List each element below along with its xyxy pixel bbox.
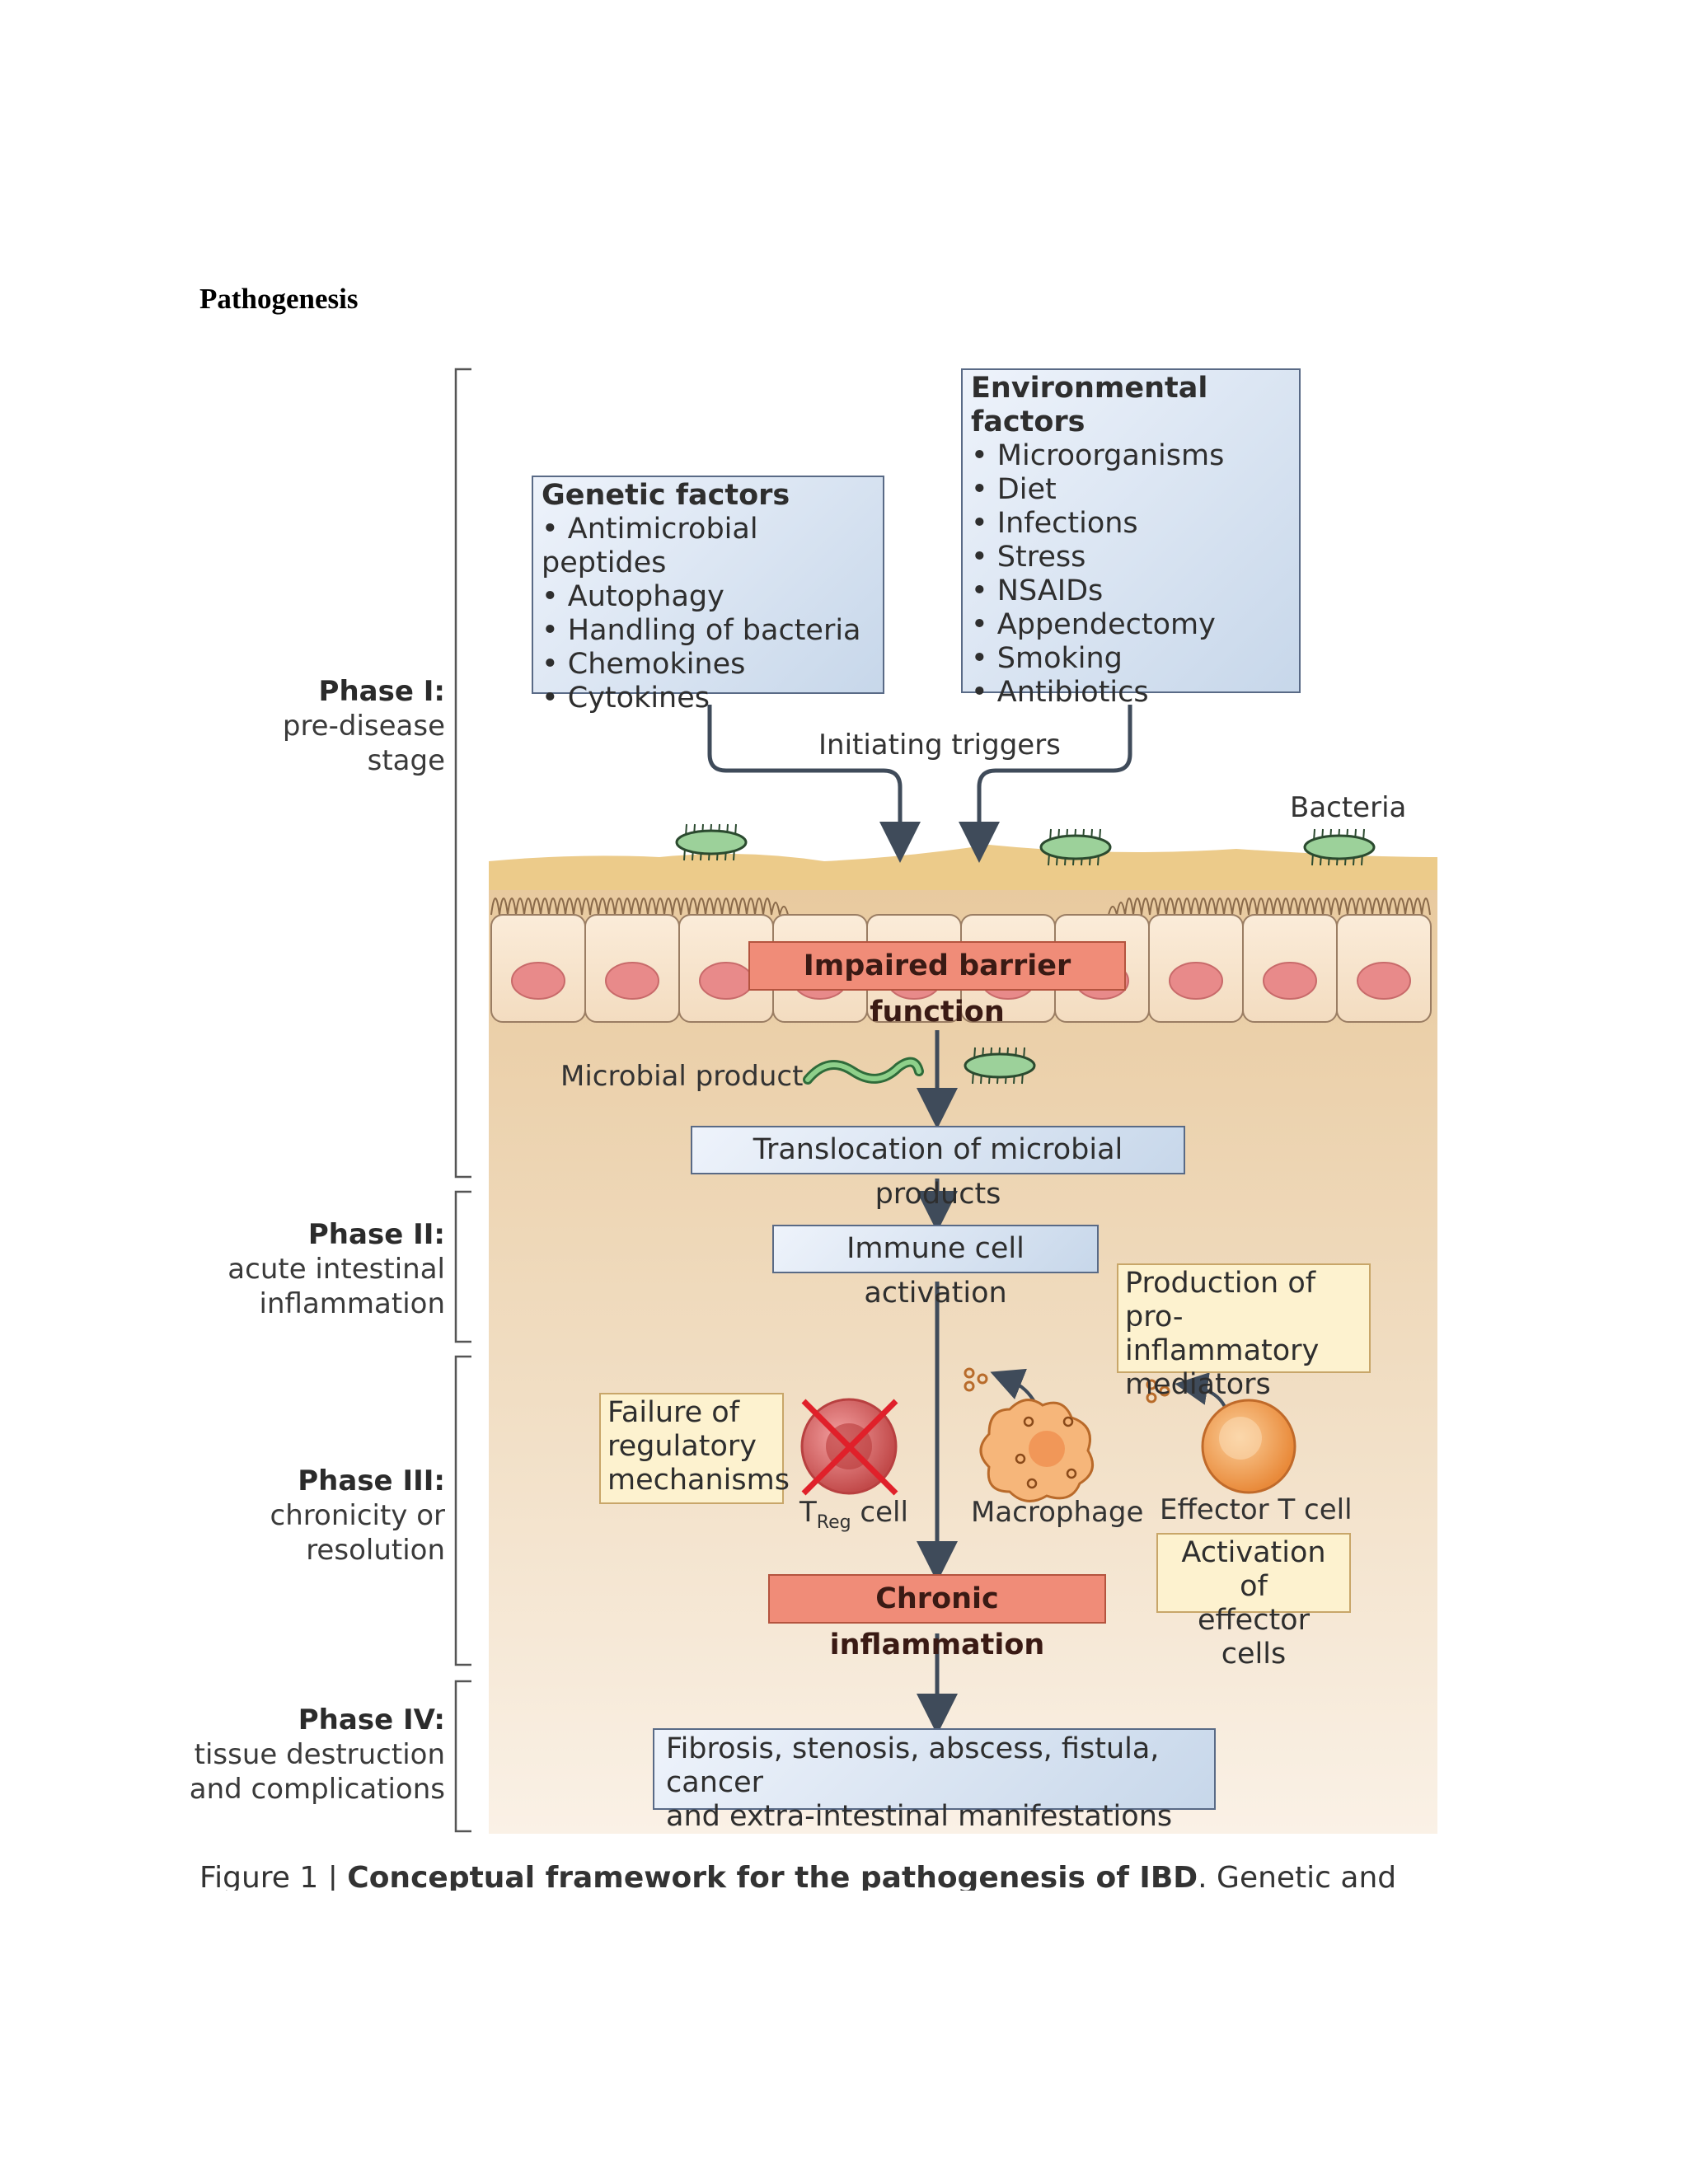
list-item: • Infections	[971, 507, 1138, 540]
bullet-icon: •	[971, 439, 997, 472]
genetic-factors-box: Genetic factors • Antimicrobial peptides…	[532, 476, 884, 715]
bullet-icon: •	[971, 608, 997, 641]
bullet-icon: •	[971, 642, 997, 675]
list-item: • Diet	[971, 473, 1057, 506]
impaired-barrier-box: Impaired barrier function	[748, 941, 1126, 1029]
effector-t-cell-icon	[1201, 1399, 1296, 1494]
macrophage-label: Macrophage	[971, 1496, 1144, 1529]
chronic-inflammation-box: Chronic inflammation	[768, 1574, 1106, 1661]
bullet-icon: •	[542, 580, 568, 613]
bacteria-label: Bacteria	[1290, 791, 1407, 824]
list-item: • Handling of bacteria	[542, 614, 861, 647]
bullet-icon: •	[971, 473, 997, 506]
bacterium-icon	[964, 1047, 1036, 1085]
list-item: • Autophagy	[542, 580, 724, 613]
section-title: Pathogenesis	[199, 283, 359, 315]
cell-nucleus	[605, 962, 659, 1000]
environmental-list: • Microorganisms• Diet• Infections• Stre…	[971, 439, 1291, 710]
mediator-dots	[964, 1367, 1170, 1404]
translocation-box: Translocation of microbial products	[691, 1126, 1185, 1211]
activation-effector-box: Activation of effector cells	[1156, 1533, 1351, 1671]
bullet-icon: •	[971, 507, 997, 540]
cell-nucleus	[511, 962, 565, 1000]
bullet-icon: •	[971, 676, 997, 709]
mucus-layer	[489, 845, 1437, 890]
environmental-factors-title: Environmental factors	[971, 372, 1208, 438]
cell-nucleus	[1263, 962, 1317, 1000]
bullet-icon: •	[542, 648, 568, 681]
list-item: • Appendectomy	[971, 608, 1216, 641]
list-item: • NSAIDs	[971, 574, 1104, 607]
genetic-factors-title: Genetic factors	[542, 479, 790, 512]
treg-cell-icon	[800, 1398, 898, 1496]
immune-activation-box: Immune cell activation	[772, 1225, 1099, 1310]
phase-3-label: Phase III: chronicity or resolution	[270, 1465, 445, 1567]
treg-cell-label: TReg cell	[799, 1496, 908, 1533]
list-item: • Cytokines	[542, 682, 710, 715]
surface-bacteria	[675, 823, 1376, 1085]
environmental-trigger-arrow	[959, 705, 1132, 863]
cell-nucleus	[699, 962, 753, 1000]
outcomes-box: Fibrosis, stenosis, abscess, fistula, ca…	[653, 1728, 1216, 1833]
bullet-icon: •	[971, 574, 997, 607]
failure-regulatory-box: Failure of regulatory mechanisms	[599, 1393, 790, 1504]
phase-1-label: Phase I: pre-disease stage	[282, 675, 445, 777]
bullet-icon: •	[542, 682, 568, 715]
microbial-product-label: Microbial product	[560, 1060, 804, 1093]
list-item: • Microorganisms	[971, 439, 1225, 472]
cross-icon	[801, 1399, 898, 1496]
phase-brackets	[454, 368, 471, 1833]
figure-caption: Figure 1 | Conceptual framework for the …	[199, 1861, 1397, 1891]
cell-nucleus	[1169, 962, 1223, 1000]
list-item: • Stress	[971, 541, 1086, 574]
phase-2-label: Phase II: acute intestinal inflammation	[227, 1218, 445, 1320]
production-mediators-box: Production of pro-inflammatory mediators	[1117, 1263, 1371, 1401]
genetic-trigger-arrow	[707, 705, 921, 863]
macrophage-icon	[979, 1399, 1095, 1502]
effector-t-cell-label: Effector T cell	[1160, 1493, 1353, 1526]
bacterium-icon	[675, 823, 748, 861]
list-item: • Smoking	[971, 642, 1123, 675]
bullet-icon: •	[542, 513, 568, 546]
initiating-triggers-label: Initiating triggers	[818, 729, 1061, 762]
cell-nucleus	[1357, 962, 1411, 1000]
bacterium-icon	[1303, 828, 1376, 866]
phase-4-label: Phase IV: tissue destruction and complic…	[189, 1704, 445, 1806]
bullet-icon: •	[971, 541, 997, 574]
bullet-icon: •	[542, 614, 568, 647]
list-item: • Antibiotics	[971, 676, 1149, 709]
list-item: • Antimicrobial peptides	[542, 513, 758, 579]
environmental-factors-box: Environmental factors • Microorganisms• …	[961, 368, 1301, 709]
genetic-list: • Antimicrobial peptides• Autophagy• Han…	[542, 513, 874, 715]
list-item: • Chemokines	[542, 648, 746, 681]
bacterium-icon	[1039, 828, 1112, 866]
